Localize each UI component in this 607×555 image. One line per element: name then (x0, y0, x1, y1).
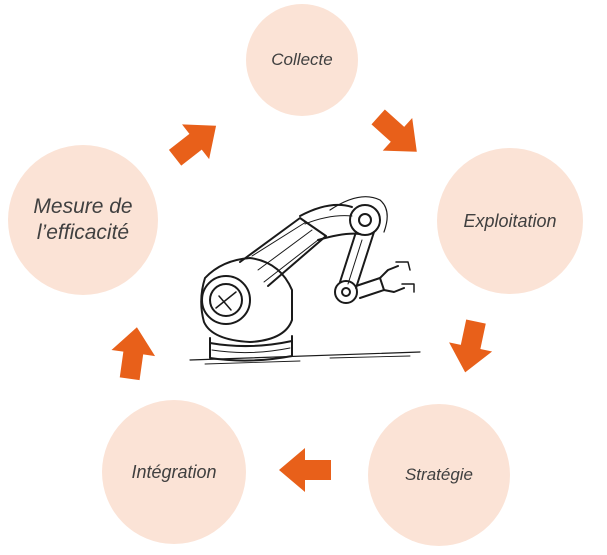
step-strategie-label: Stratégie (404, 465, 474, 484)
step-mesure-label: Mesure de l’efficacité (33, 194, 132, 247)
step-mesure-label-line1: Mesure de (33, 194, 133, 218)
step-integration: Intégration (102, 400, 246, 544)
step-mesure: Mesure de l’efficacité (8, 145, 158, 295)
step-exploitation-label: Exploitation (463, 210, 557, 231)
step-mesure-label-line2: l’efficacité (36, 221, 130, 244)
step-strategie: Stratégie (368, 404, 510, 546)
step-collecte: Collecte (246, 4, 358, 116)
step-exploitation: Exploitation (437, 148, 583, 294)
step-collecte-label: Collecte (271, 50, 333, 69)
step-integration-label: Intégration (131, 461, 217, 482)
